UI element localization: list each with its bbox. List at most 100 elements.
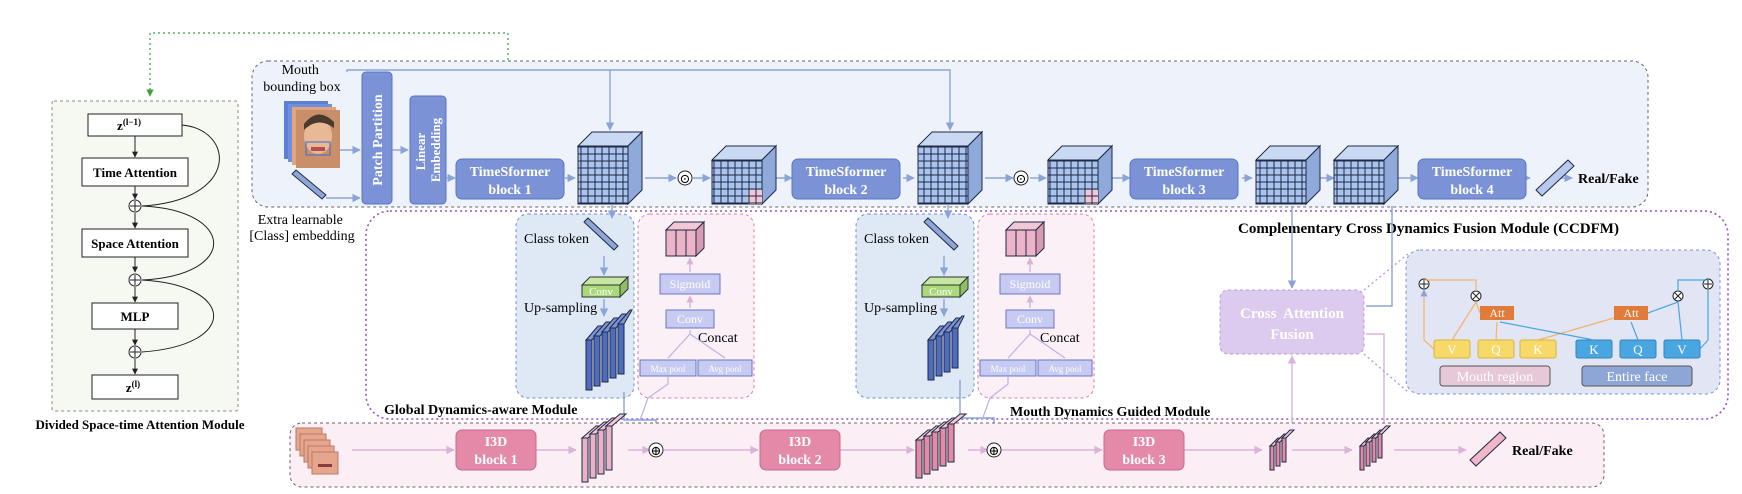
i3d-block-1-line1: I3D <box>485 435 508 450</box>
fusion-line1: Cross Attention <box>1240 306 1345 322</box>
timesformer-block-3-line1: TimeSformer <box>1144 165 1225 180</box>
mouth-bbox-label: Mouth bounding box <box>263 63 340 95</box>
fusion-line2: Fusion <box>1270 327 1314 343</box>
q-label-mouth: Q <box>1491 342 1501 357</box>
mouth-module-1: Sigmoid Conv Concat Max pool Avg pool <box>637 213 755 421</box>
mouth-concat-1: Concat <box>698 331 738 346</box>
mouth-sigmoid-2: Sigmoid <box>1010 277 1051 291</box>
face-frames <box>284 101 340 168</box>
mouth-module-2: Sigmoid Conv Concat Max pool Avg pool <box>977 213 1095 421</box>
i3d-block-1-line2: block 1 <box>474 453 517 468</box>
mouth-sigmoid-1: Sigmoid <box>670 277 711 291</box>
dst-time-attention: Time Attention <box>93 165 178 180</box>
timesformer-block-4: TimeSformer block 4 <box>1417 158 1527 200</box>
timesformer-block-1: TimeSformer block 1 <box>455 158 565 200</box>
dst-mlp: MLP <box>121 309 150 324</box>
timesformer-block-2-line1: TimeSformer <box>806 165 887 180</box>
dst-space-attention-box <box>81 228 189 258</box>
timesformer-block-3: TimeSformer block 3 <box>1129 158 1239 200</box>
top-branch: Mouth bounding box Extra learnable [Clas… <box>249 60 1649 244</box>
mouth-maxpool-1: Max pool <box>651 364 686 374</box>
extra-class-label: Extra learnable [Class] embedding <box>249 213 354 244</box>
global-module-2: Class token Conv Up-sampling <box>855 204 995 428</box>
odot-2-symbol: ⊙ <box>1016 171 1027 186</box>
odot-1: ⊙ <box>677 170 693 186</box>
global-module-title: Global Dynamics-aware Module <box>384 403 577 418</box>
entire-face-label: Entire face <box>1606 370 1667 385</box>
global-conv-2: Conv <box>929 286 953 298</box>
i3d-block-3-line2: block 3 <box>1122 453 1165 468</box>
top-flow-arrows <box>326 69 1573 203</box>
mouth-avgpool-2: Avg pool <box>1048 364 1082 374</box>
times-icon <box>1672 290 1684 302</box>
global-upsampling-1: Up-sampling <box>524 301 597 316</box>
mouth-conv-2: Conv <box>1017 312 1043 326</box>
feature-cube-6 <box>1332 144 1400 206</box>
patch-partition-label: Patch Partition <box>371 94 386 186</box>
feature-cube-4 <box>1046 144 1114 206</box>
odot-2: ⊙ <box>1013 170 1029 186</box>
i3d-feature-2 <box>914 413 968 479</box>
mouth-frames <box>295 427 339 475</box>
q-label-face: Q <box>1633 342 1643 357</box>
global-class-token-1: Class token <box>524 232 589 247</box>
dst-module: z(l−1) Time Attention Space Attention ML… <box>35 32 509 432</box>
i3d-block-2-line2: block 2 <box>778 453 821 468</box>
att-label-1: Att <box>1489 306 1505 320</box>
dst-z-prev: z(l−1) <box>117 117 141 133</box>
bottom-plus-2-symbol: ⊕ <box>989 443 1000 458</box>
i3d-block-3: I3D block 3 <box>1103 429 1185 471</box>
bottom-output-label: Real/Fake <box>1512 444 1573 459</box>
ccdfm-title: Complementary Cross Dynamics Fusion Modu… <box>1238 221 1619 237</box>
plus-icon <box>130 201 140 357</box>
bottom-plus-2: ⊕ <box>986 442 1002 458</box>
i3d-feature-4 <box>1358 425 1392 471</box>
mouth-maxpool-2: Max pool <box>991 364 1026 374</box>
bottom-branch: I3D block 1 I3D block 2 I3D block 3 <box>289 413 1605 488</box>
k-label-mouth: K <box>1533 342 1543 357</box>
mouth-avgpool-1: Avg pool <box>708 364 742 374</box>
odot-1-symbol: ⊙ <box>680 171 691 186</box>
dst-space-attention: Space Attention <box>91 236 180 251</box>
timesformer-block-4-line1: TimeSformer <box>1432 165 1513 180</box>
i3d-block-2: I3D block 2 <box>759 429 841 471</box>
v-label-face: V <box>1677 342 1687 357</box>
dst-z-out-box <box>91 374 179 400</box>
dst-green-link <box>146 32 509 150</box>
dst-arrows <box>132 124 220 375</box>
i3d-feature-3 <box>1268 429 1296 471</box>
linear-embedding-box <box>409 95 447 205</box>
global-upsampling-2: Up-sampling <box>864 301 937 316</box>
times-icon <box>1470 290 1482 302</box>
i3d-feature-1 <box>580 413 628 483</box>
dst-title: Divided Space-time Attention Module <box>35 417 244 432</box>
feature-cube-5 <box>1254 144 1322 206</box>
i3d-block-3-line1: I3D <box>1133 435 1156 450</box>
bottom-plus-1-symbol: ⊕ <box>651 443 662 458</box>
global-module-1: Class token Conv Up-sampling <box>515 204 657 428</box>
v-label-mouth: V <box>1447 342 1457 357</box>
bottom-output-token <box>1469 431 1507 467</box>
top-output-token <box>1535 159 1575 197</box>
timesformer-block-3-line2: block 3 <box>1162 183 1205 198</box>
plus-icon <box>1702 278 1714 290</box>
timesformer-block-1-line2: block 1 <box>488 183 531 198</box>
mouth-concat-2: Concat <box>1040 331 1080 346</box>
mouth-region-label: Mouth region <box>1457 370 1534 385</box>
timesformer-block-4-line2: block 4 <box>1450 183 1493 198</box>
timesformer-block-1-line1: TimeSformer <box>470 165 551 180</box>
linear-embedding-label: Linear Embedding <box>413 117 443 182</box>
dst-z-out: z(l) <box>126 379 140 395</box>
feature-cube-1 <box>576 130 644 206</box>
i3d-block-2-line1: I3D <box>789 435 812 450</box>
att-label-2: Att <box>1623 306 1639 320</box>
bottom-plus-1: ⊕ <box>648 442 664 458</box>
ccdfm-outer-panel <box>365 210 1729 420</box>
global-conv-1: Conv <box>589 286 613 298</box>
timesformer-block-2: TimeSformer block 2 <box>791 158 901 200</box>
feature-cube-3 <box>916 130 984 206</box>
global-class-token-2: Class token <box>864 232 929 247</box>
i3d-block-1: I3D block 1 <box>455 429 537 471</box>
top-output-label: Real/Fake <box>1578 172 1639 187</box>
patch-partition-box <box>361 71 393 205</box>
